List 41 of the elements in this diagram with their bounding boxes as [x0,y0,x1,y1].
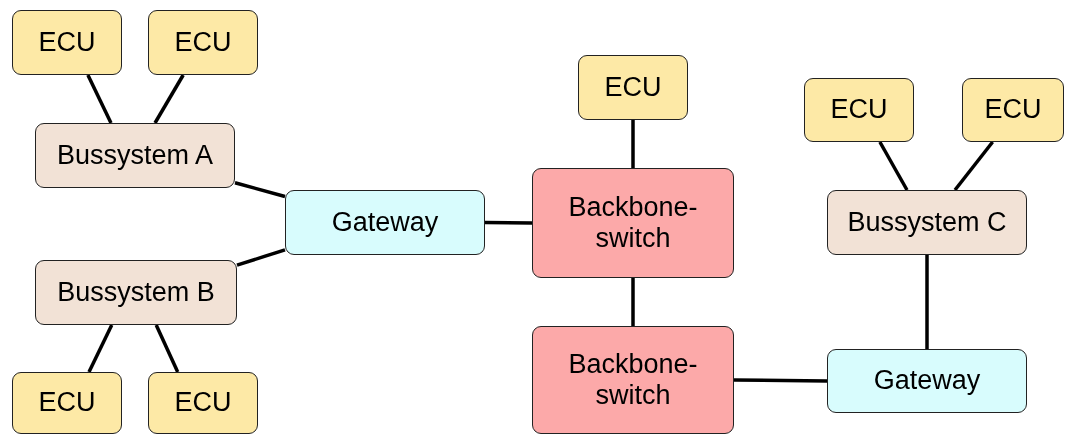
connector-line [234,181,286,199]
ecu-box [12,372,122,434]
node-label: ECU [38,387,96,419]
node-label: ECU [38,26,96,58]
connector-line [236,248,286,267]
node-label: ECU [830,94,888,126]
node-label: Bussystem C [847,206,1007,238]
node-label: Backbone-switch [567,191,699,255]
switch-box [532,326,734,434]
node-label: Bussystem A [56,139,214,171]
node-label: Backbone-switch [567,348,699,412]
connector-line [154,324,180,373]
gateway-box [285,190,485,255]
node-label: Gateway [873,365,981,397]
ecu-box [578,55,688,120]
ecu-box [148,10,258,75]
node-label: Gateway [331,206,439,238]
connector-line [87,324,114,373]
connector-line [153,74,185,124]
node-label: ECU [174,26,232,58]
bus-box [35,260,237,325]
connector-line [631,278,635,326]
connector-line [485,220,532,225]
switch-box [532,168,734,278]
node-label: ECU [604,71,662,103]
connector-line [878,141,909,191]
ecu-box [962,78,1064,142]
node-label: Bussystem B [57,276,215,308]
ecu-box [148,372,258,434]
connector-line [953,140,994,192]
node-label: ECU [174,387,232,419]
ecu-box [804,78,914,142]
bus-box [827,190,1027,255]
node-label: ECU [984,94,1042,126]
ecu-box [12,10,122,75]
connector-line [631,120,635,168]
connector-line [925,255,929,349]
bus-box [35,123,235,188]
gateway-box [827,349,1027,413]
connector-line [86,74,113,124]
connector-line [734,378,827,383]
